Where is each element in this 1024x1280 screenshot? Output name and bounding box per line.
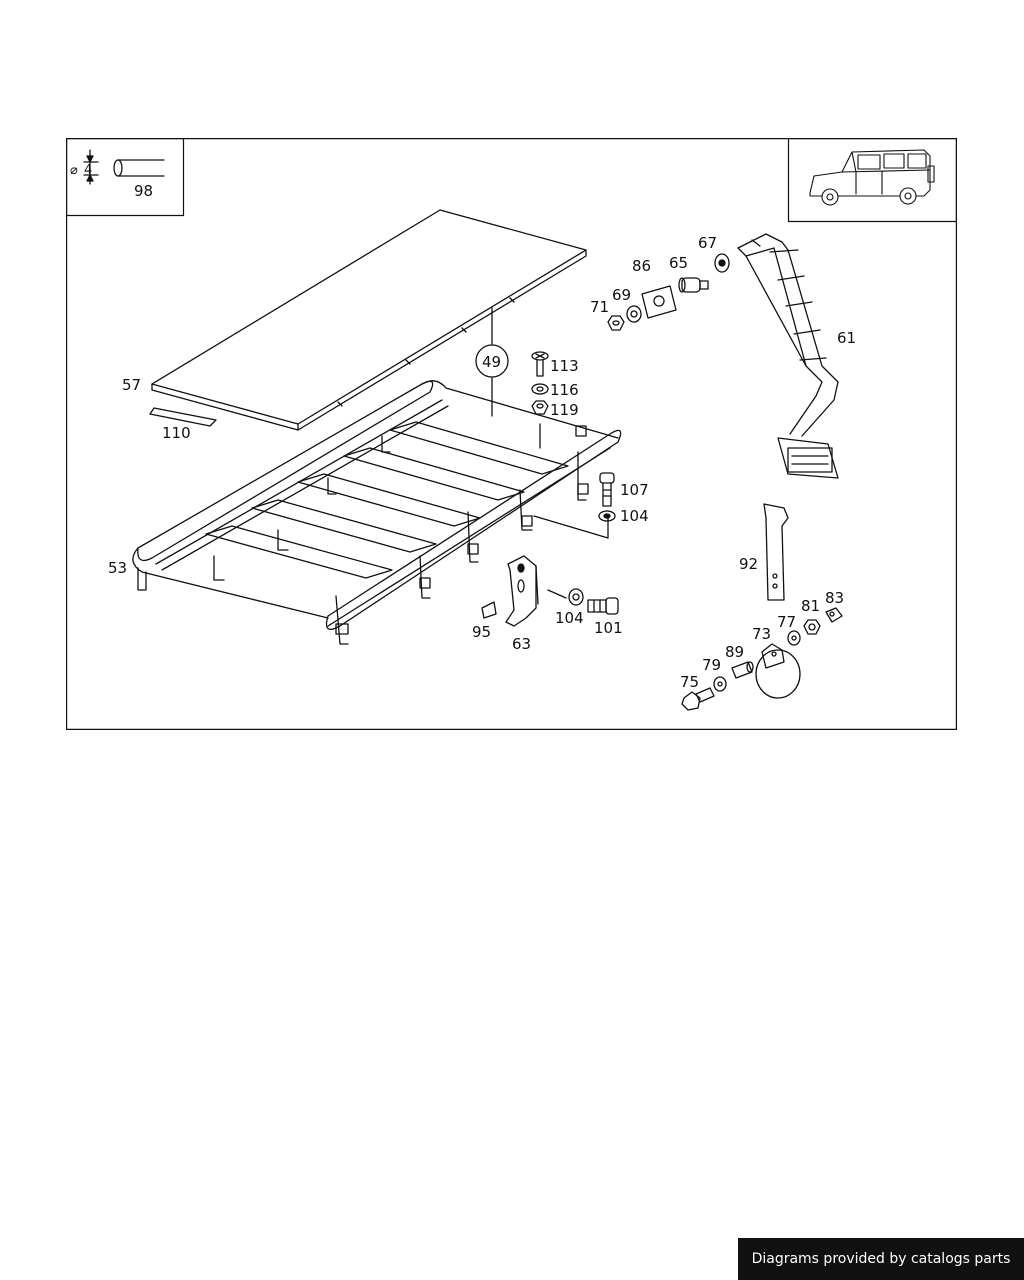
plate-86 (641, 285, 677, 319)
part-label-71: 71 (590, 298, 609, 316)
bolt-75 (681, 687, 715, 711)
part-label-57: 57 (122, 376, 141, 394)
platform-board (151, 209, 587, 431)
nut-81 (803, 619, 821, 635)
part-label-81: 81 (801, 597, 820, 615)
part-label-119: 119 (550, 401, 579, 419)
part-label-104-lower: 104 (555, 609, 584, 627)
vehicle-icon (809, 149, 935, 206)
part-label-61: 61 (837, 329, 856, 347)
diameter-symbol: ⌀ (70, 163, 78, 178)
part-label-110: 110 (162, 424, 191, 442)
part-label-73: 73 (752, 625, 771, 643)
part-label-53: 53 (108, 559, 127, 577)
part-label-95: 95 (472, 623, 491, 641)
callout-49: 49 (475, 307, 509, 417)
part-label-86: 86 (632, 257, 651, 275)
nut-71 (607, 315, 625, 331)
part-label-67: 67 (698, 234, 717, 252)
nut-77 (787, 630, 801, 646)
washer-67 (714, 253, 730, 273)
part-label-77: 77 (777, 613, 796, 631)
part-labels: 57 110 53 113 116 119 107 104 104 101 95… (108, 234, 856, 691)
nut-119 (531, 400, 549, 415)
parts-diagram: ⌀ 4 98 (66, 138, 957, 730)
washer-79 (713, 676, 727, 692)
part-label-65: 65 (669, 254, 688, 272)
part-label-104-upper: 104 (620, 507, 649, 525)
part-label-79: 79 (702, 656, 721, 674)
diagram-border (66, 138, 957, 730)
roof-rack-frame (132, 380, 622, 645)
part-label-92: 92 (739, 555, 758, 573)
part-label-113: 113 (550, 357, 579, 375)
part-label-83: 83 (825, 589, 844, 607)
part-label-89: 89 (725, 643, 744, 661)
piece-95 (481, 601, 497, 619)
strap-92 (763, 503, 789, 601)
diameter-value: 4 (84, 163, 92, 178)
vehicle-inset (787, 138, 957, 223)
part-label-63: 63 (512, 635, 531, 653)
part-label-107: 107 (620, 481, 649, 499)
dimension-inset: ⌀ 4 98 (66, 138, 185, 217)
bolt-83 (825, 607, 843, 623)
part-label-101: 101 (594, 619, 623, 637)
washer-116 (531, 383, 549, 395)
strip-110 (149, 407, 217, 427)
ladder-61 (737, 233, 839, 479)
callout-49-label: 49 (482, 353, 501, 371)
bolt-113 (531, 351, 549, 377)
part-label-116: 116 (550, 381, 579, 399)
footer-banner: Diagrams provided by catalogs parts (738, 1238, 1024, 1280)
washer-104-upper (598, 510, 616, 522)
sleeve-89 (731, 661, 754, 679)
bracket-63 (505, 555, 539, 627)
ring-73 (755, 643, 801, 699)
part-label-69: 69 (612, 286, 631, 304)
bolt-101 (587, 597, 619, 615)
spacer-65 (678, 277, 709, 293)
part-label-75: 75 (680, 673, 699, 691)
washer-69 (626, 305, 642, 323)
part-label-98: 98 (134, 182, 153, 200)
bolt-107 (599, 472, 615, 507)
washer-104-lower (568, 588, 584, 606)
